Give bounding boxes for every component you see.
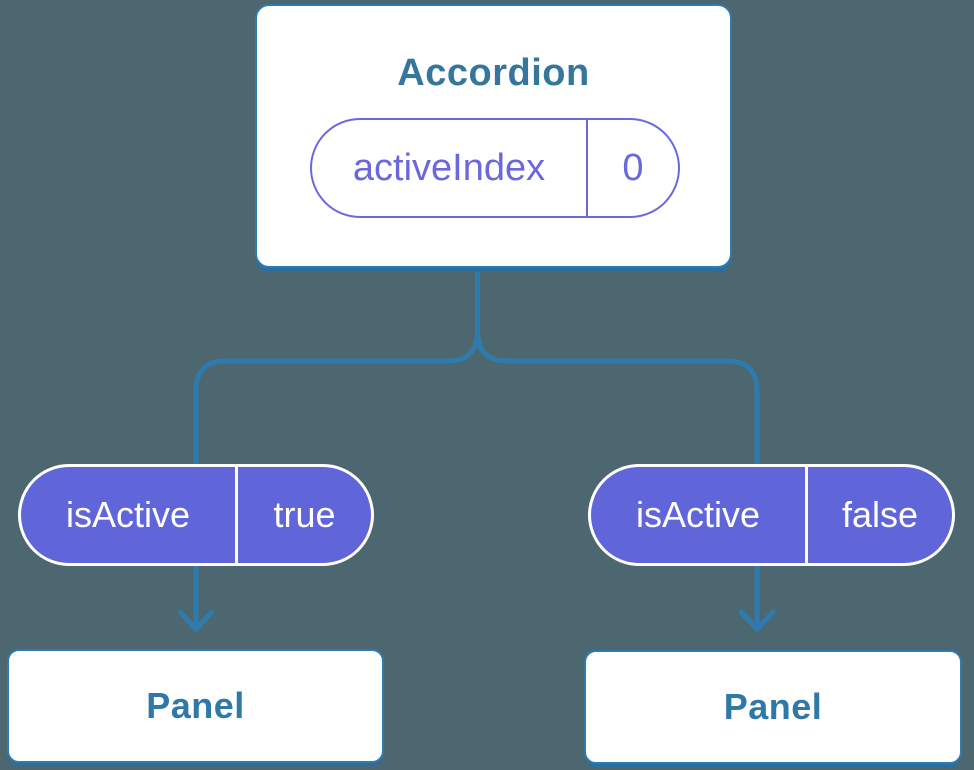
- prop-pill-isactive-true: isActive true: [18, 464, 374, 566]
- panel-node-title: Panel: [146, 685, 245, 726]
- prop-value-label: false: [841, 494, 919, 535]
- arrowhead-right-icon: [738, 609, 776, 632]
- state-name-label: activeIndex: [352, 146, 546, 189]
- connector-right-branch: [475, 261, 760, 631]
- state-pill-activeindex: activeIndex 0: [310, 118, 680, 218]
- prop-pill-divider: [805, 467, 808, 563]
- arrowhead-left-icon: [177, 609, 215, 632]
- state-value-label: 0: [622, 146, 644, 189]
- accordion-node: Accordion activeIndex 0: [255, 4, 732, 268]
- prop-pill-divider: [235, 467, 238, 563]
- panel-node-title: Panel: [723, 686, 823, 727]
- connector-left-branch: [193, 261, 480, 631]
- panel-node-right: Panel: [584, 650, 962, 764]
- prop-pill-isactive-false: isActive false: [588, 464, 955, 566]
- prop-value-label: true: [273, 494, 336, 535]
- panel-node-left: Panel: [7, 649, 384, 763]
- accordion-node-title: Accordion: [397, 52, 590, 94]
- prop-name-label: isActive: [635, 494, 761, 535]
- prop-name-label: isActive: [65, 494, 191, 535]
- state-pill-divider: [586, 120, 588, 216]
